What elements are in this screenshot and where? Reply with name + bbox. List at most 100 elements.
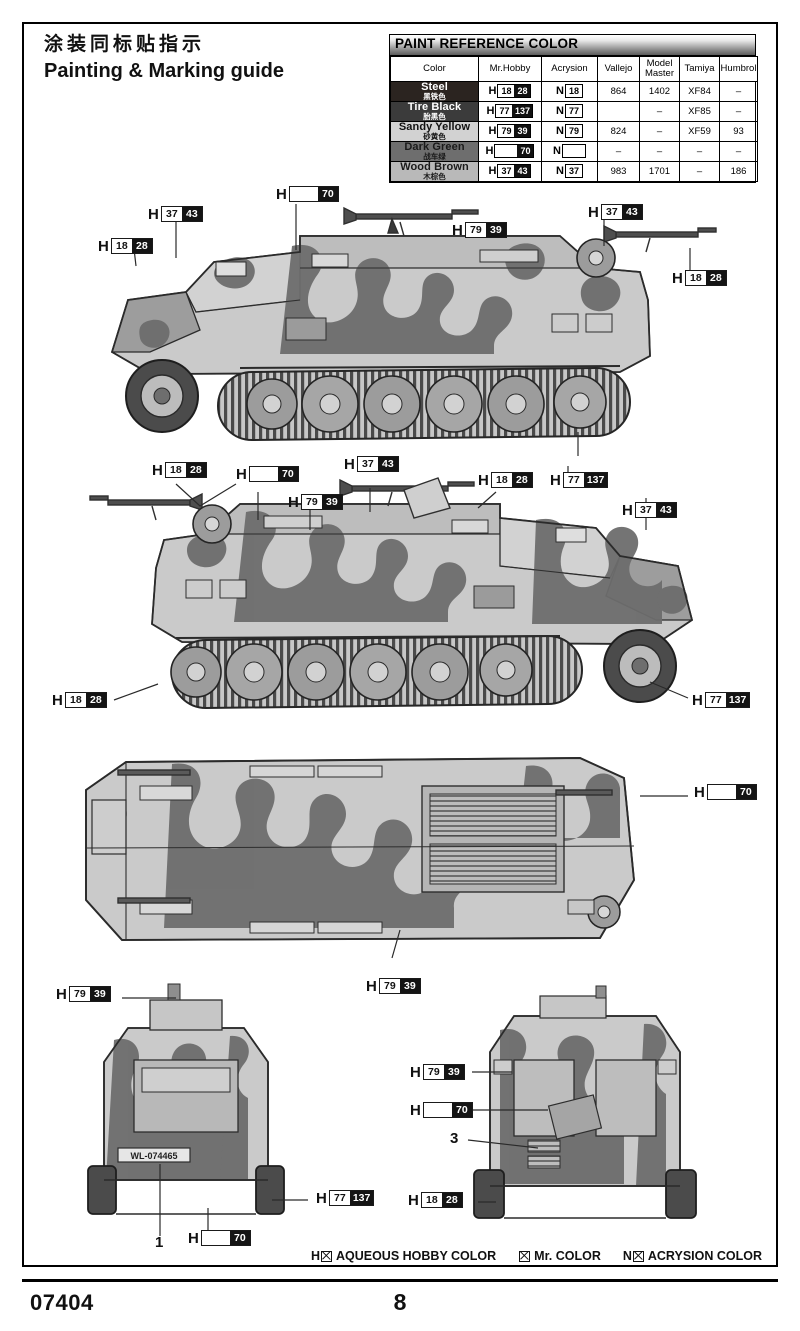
paint-color-name-chinese: 战车绿 [423,151,446,161]
code-light: 77 [496,105,513,118]
code-light: 77 [565,105,582,118]
code-chip: 79 [564,124,583,139]
paint-code-vallejo: 864 [597,80,640,102]
header-model-master-line1: Model [646,57,673,69]
paint-code-acrysion: N [541,140,598,162]
paint-table-header-row: Color Mr.Hobby Acrysion Vallejo Model Ma… [390,55,758,82]
footer-rule [22,1279,778,1282]
paint-color-name: Steel [421,80,448,93]
code-prefix: N [556,105,564,118]
code-light [562,145,585,158]
checkbox-x-icon [519,1250,531,1262]
paint-color-name: Dark Green [404,140,465,153]
paint-code-model-master: 1701 [639,160,680,182]
code-dark: 70 [517,145,534,158]
paint-code-model-master: – [639,120,680,142]
checkbox-x-icon [320,1250,332,1262]
code-prefix: N [556,85,564,98]
paint-code-humbrol: – [719,100,758,122]
paint-code-vallejo: 983 [597,160,640,182]
checkbox-x-icon [632,1250,644,1262]
page-border [22,22,778,1267]
code-dark: 39 [514,125,531,138]
legend-label-acrysion: ACRYSION COLOR [647,1249,762,1263]
paint-color-name: Sandy Yellow [398,120,471,133]
paint-color-name-chinese: 木棕色 [423,171,446,181]
code-prefix: H [488,125,497,138]
header-model-master: Model Master [639,55,680,82]
paint-color-name: Wood Brown [400,160,469,173]
paint-table-title: PAINT REFERENCE COLOR [390,35,755,56]
header-vallejo: Vallejo [597,55,640,82]
paint-code-humbrol: 186 [719,160,758,182]
legend-prefix-n: N [622,1249,632,1263]
code-prefix: N [556,165,564,178]
paint-code-humbrol: – [719,140,758,162]
code-prefix: H [488,165,497,178]
paint-code-model-master: – [639,100,680,122]
code-light [495,145,518,158]
page-number: 8 [393,1289,407,1315]
header-mr-hobby: Mr.Hobby [478,55,542,82]
paint-code-model-master: – [639,140,680,162]
code-light: 37 [498,165,515,178]
code-prefix: H [488,85,497,98]
code-chip: 77 [564,104,583,119]
code-light: 79 [565,125,582,138]
paint-reference-table: PAINT REFERENCE COLOR Color Mr.Hobby Acr… [389,34,758,183]
paint-color-name-chinese: 胎黑色 [423,111,446,121]
paint-color-name: Tire Black [407,100,462,113]
code-light: 79 [498,125,515,138]
color-system-legend: H AQUEOUS HOBBY COLOR Mr. COLOR N ACRYSI… [24,1245,776,1267]
code-chip: 18 [564,84,583,99]
code-prefix: H [485,145,494,158]
legend-item-aqueous: H AQUEOUS HOBBY COLOR [311,1249,496,1263]
code-prefix: N [556,125,564,138]
header-humbrol: Humbrol [719,55,758,82]
code-prefix: N [553,145,561,158]
code-prefix: H [486,105,495,118]
paint-code-tamiya: XF85 [679,100,720,122]
paint-code-humbrol: 93 [719,120,758,142]
code-chip: 37 [564,164,583,179]
paint-code-tamiya: – [679,140,720,162]
page-title-english: Painting & Marking guide [44,59,285,82]
paint-code-vallejo: 824 [597,120,640,142]
paint-code-humbrol: – [719,80,758,102]
page-title-chinese: 涂装同标贴指示 [44,33,206,55]
code-chip [561,144,586,159]
code-dark: 137 [512,105,533,118]
paint-code-vallejo [597,100,640,122]
paint-code-mr-hobby: H 70 [478,140,542,162]
paint-color-name-chinese: 黑铁色 [423,91,446,101]
header-color: Color [390,55,479,82]
paint-code-tamiya: XF59 [679,120,720,142]
paint-code-tamiya: XF84 [679,80,720,102]
code-light: 18 [565,85,582,98]
legend-label-mr-color: Mr. COLOR [534,1249,601,1263]
legend-label-aqueous: AQUEOUS HOBBY COLOR [335,1249,497,1263]
code-light: 18 [498,85,515,98]
legend-item-mr-color: Mr. COLOR [518,1249,601,1263]
legend-item-acrysion: N ACRYSION COLOR [623,1249,762,1263]
